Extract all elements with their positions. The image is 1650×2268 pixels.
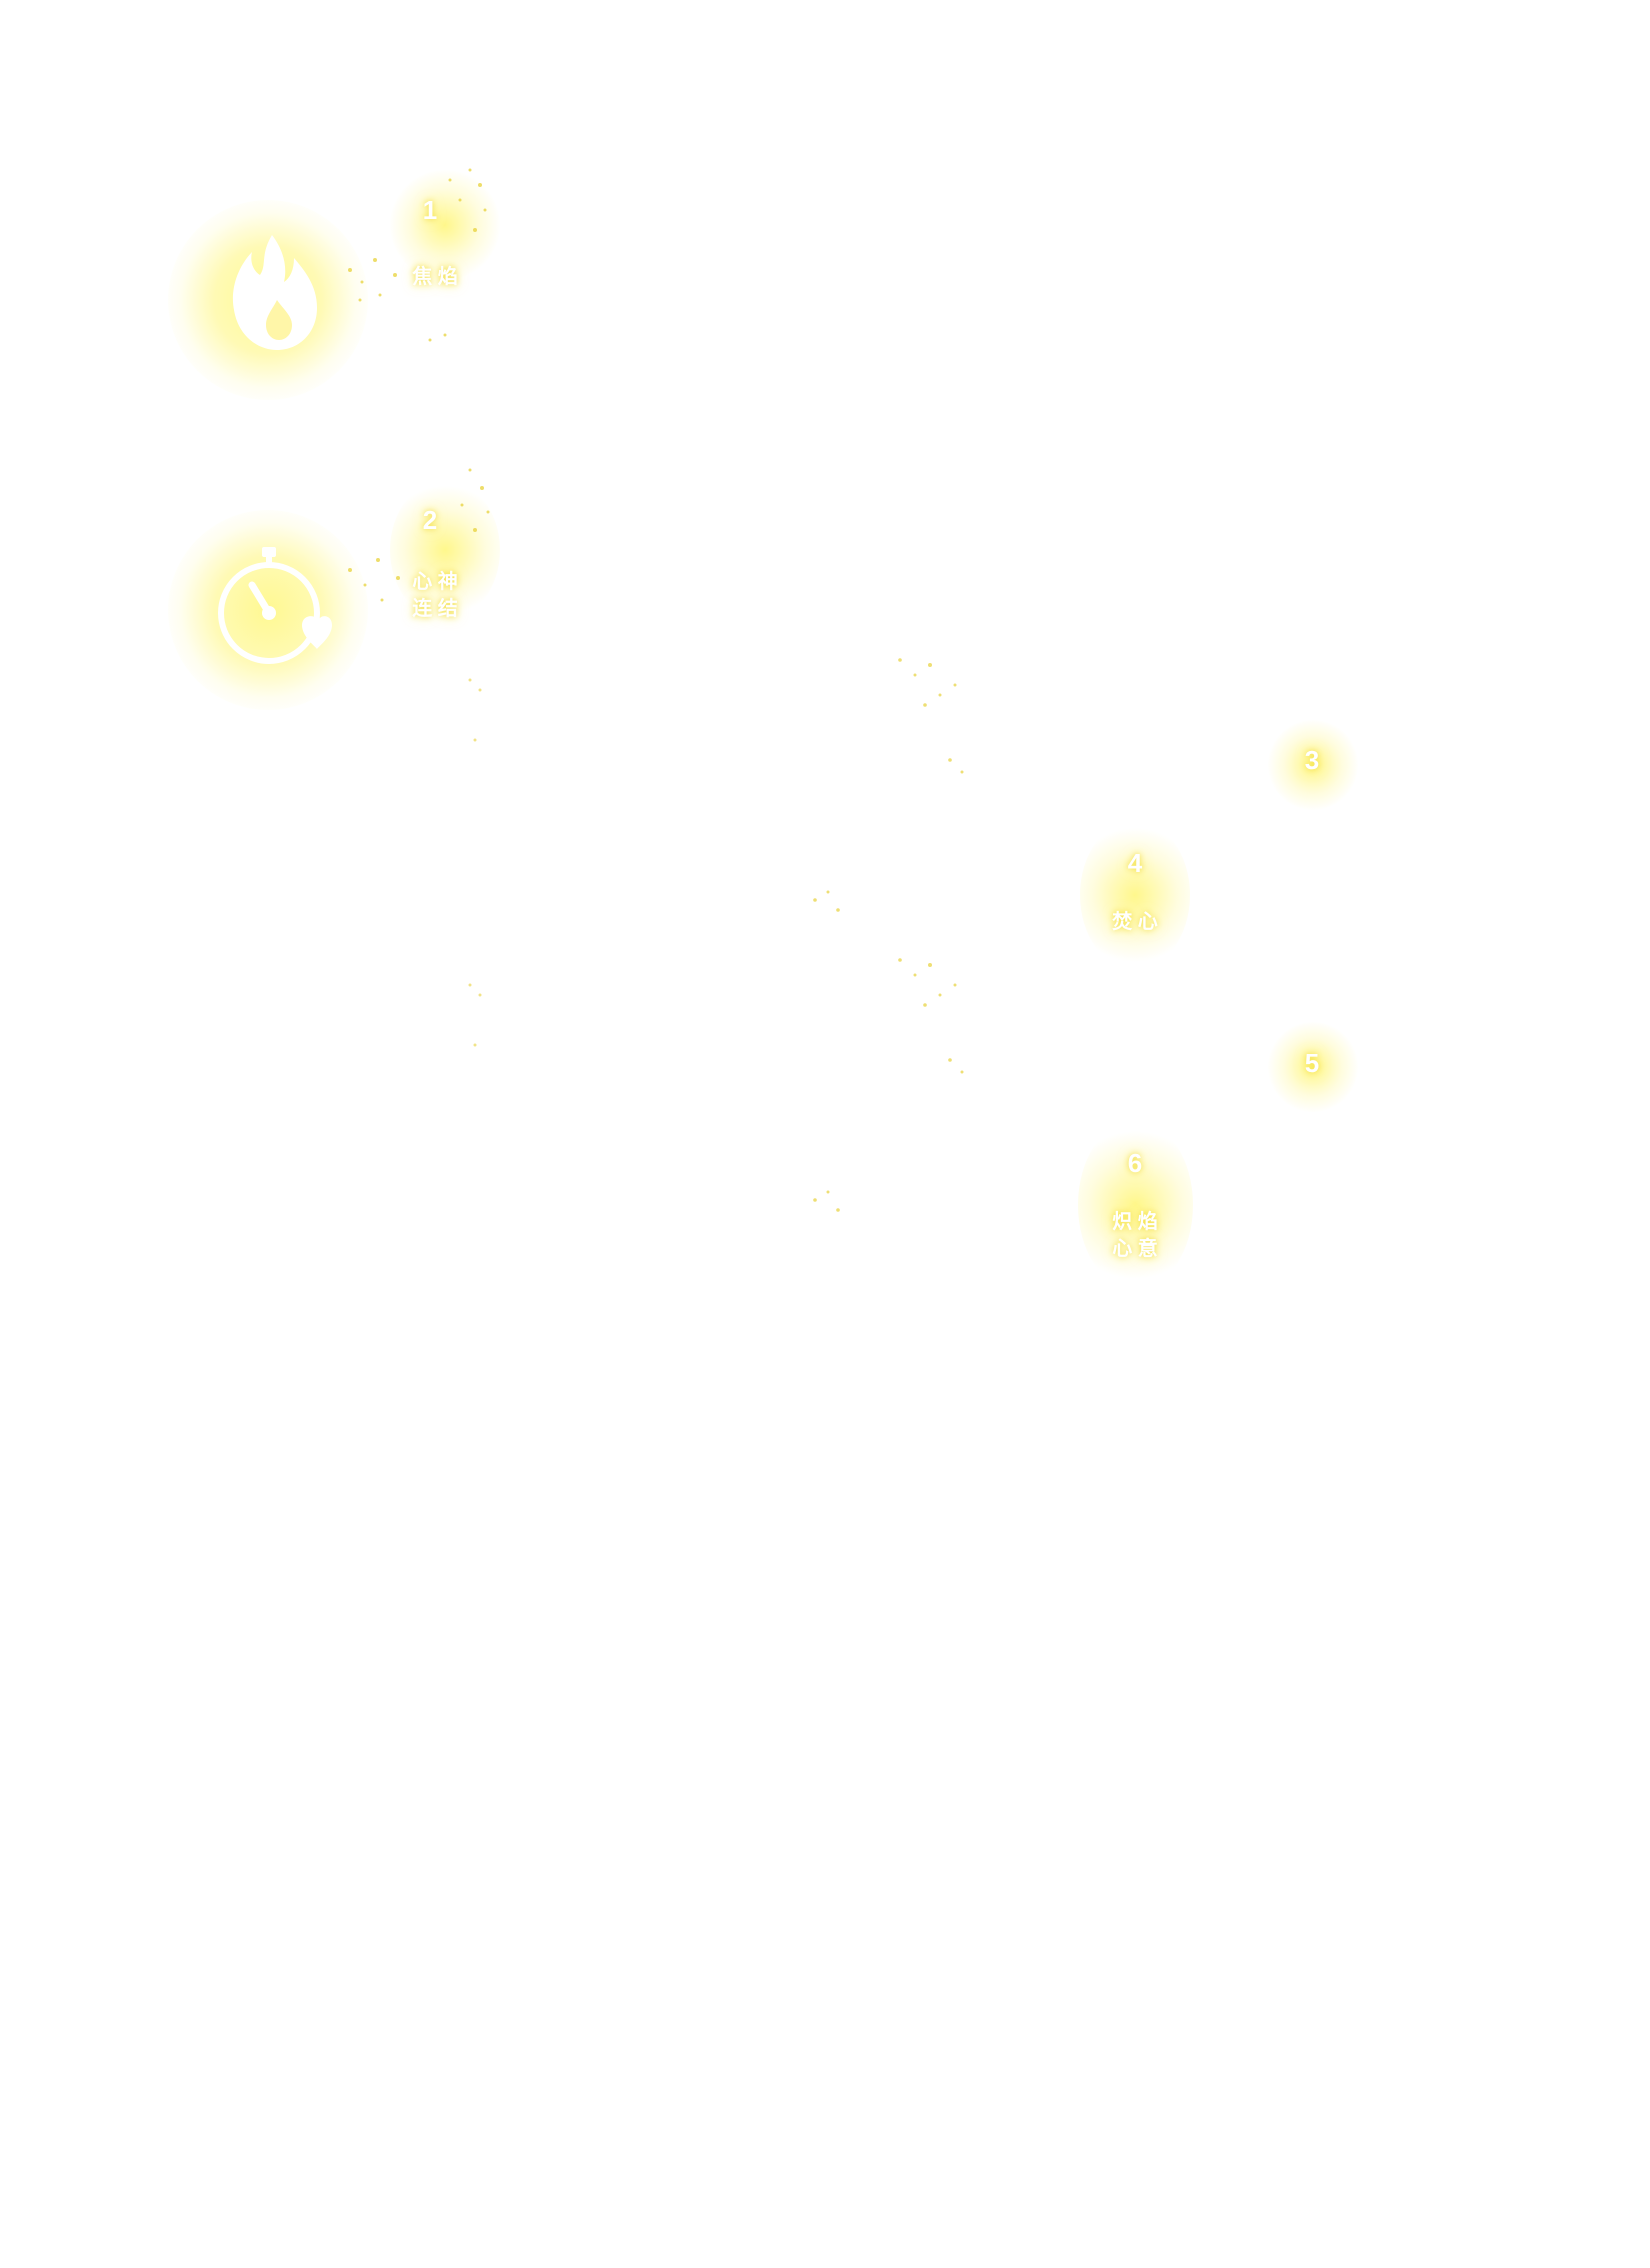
- badge-level[interactable]: 5: [1304, 1048, 1320, 1078]
- sparkle-cluster: [898, 958, 964, 1074]
- sparkle-cluster: [348, 468, 490, 602]
- stopwatch-heart-icon[interactable]: [212, 545, 332, 665]
- stopwatch-skill-caption-1: 心 神: [412, 571, 458, 593]
- flame-drop-icon[interactable]: [222, 230, 322, 355]
- stopwatch-skill-caption-2: 连 结: [412, 598, 458, 620]
- badge-caption: 心 意: [1112, 1238, 1158, 1260]
- badge-level[interactable]: 6: [1127, 1148, 1143, 1178]
- sparkle-cluster: [468, 983, 482, 1047]
- flame-skill-level: 1: [422, 195, 438, 225]
- sparkle-cluster: [898, 658, 964, 774]
- sparkle-cluster: [468, 678, 482, 742]
- flame-skill-caption: 焦 焰: [412, 266, 458, 288]
- badge-level[interactable]: 3: [1304, 745, 1320, 775]
- sparkle-cluster: [813, 1190, 840, 1212]
- badge-caption: 焚 心: [1112, 911, 1158, 933]
- stopwatch-skill-level: 2: [422, 505, 438, 535]
- sparkle-cluster: [813, 890, 840, 912]
- badge-caption: 炽 焰: [1112, 1211, 1158, 1233]
- badge-glow: [1080, 820, 1190, 970]
- sparkle-cluster: [348, 168, 487, 342]
- badge-level[interactable]: 4: [1127, 848, 1143, 878]
